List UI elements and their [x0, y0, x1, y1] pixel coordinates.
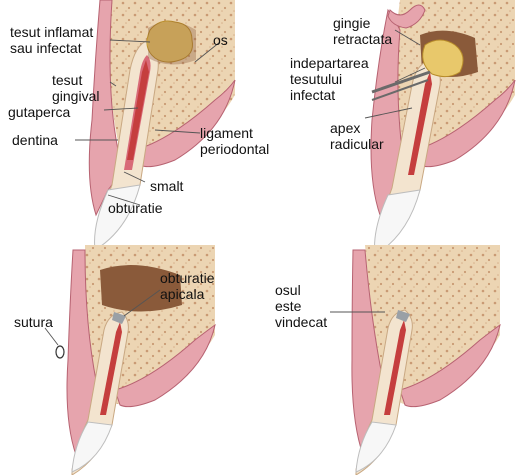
apical-filling — [396, 310, 410, 322]
leader-apical-filling — [123, 289, 161, 317]
panel-2-art — [370, 0, 516, 257]
root-canal — [100, 322, 122, 415]
gum-flap — [387, 4, 426, 29]
leader-filling — [107, 194, 141, 206]
label-suture: sutura — [14, 314, 53, 330]
tooth-crown-enamel — [71, 421, 113, 473]
label-enamel: smalt — [150, 178, 184, 194]
leader-tissue-infected — [109, 39, 151, 43]
suture-loop — [55, 345, 65, 359]
instrument — [371, 70, 431, 94]
label-bone: os — [213, 32, 228, 48]
leader-lines — [44, 29, 426, 346]
root-canal — [408, 72, 432, 175]
infection-mass — [146, 20, 193, 63]
tooth-crown-enamel — [355, 421, 397, 473]
guttapercha-fill — [127, 60, 149, 160]
label-filling: obturatie — [108, 200, 163, 216]
leader-bone — [194, 41, 221, 63]
cavity — [100, 265, 182, 312]
leader-apex — [364, 107, 413, 119]
gum-inner — [399, 323, 501, 408]
instrument — [371, 79, 429, 101]
panel-3-art — [55, 245, 216, 475]
infection-mass — [422, 39, 464, 78]
gum-inner — [114, 323, 216, 408]
leader-suture — [44, 327, 59, 346]
leader-ligament — [154, 129, 201, 134]
apical-filling — [112, 312, 126, 324]
leader-enamel — [123, 171, 146, 183]
panel-4-art — [351, 245, 501, 475]
label-guttapercha: gutaperca — [8, 104, 71, 120]
leader-gingival — [109, 81, 117, 87]
root-canal — [384, 320, 406, 415]
cavity-dark — [148, 21, 196, 65]
label-dentin: dentina — [12, 132, 58, 148]
tooth-crown-enamel — [374, 189, 421, 256]
leader-receded-gum — [394, 29, 421, 46]
leader-removal — [394, 67, 426, 83]
leader-guttapercha — [103, 107, 139, 111]
